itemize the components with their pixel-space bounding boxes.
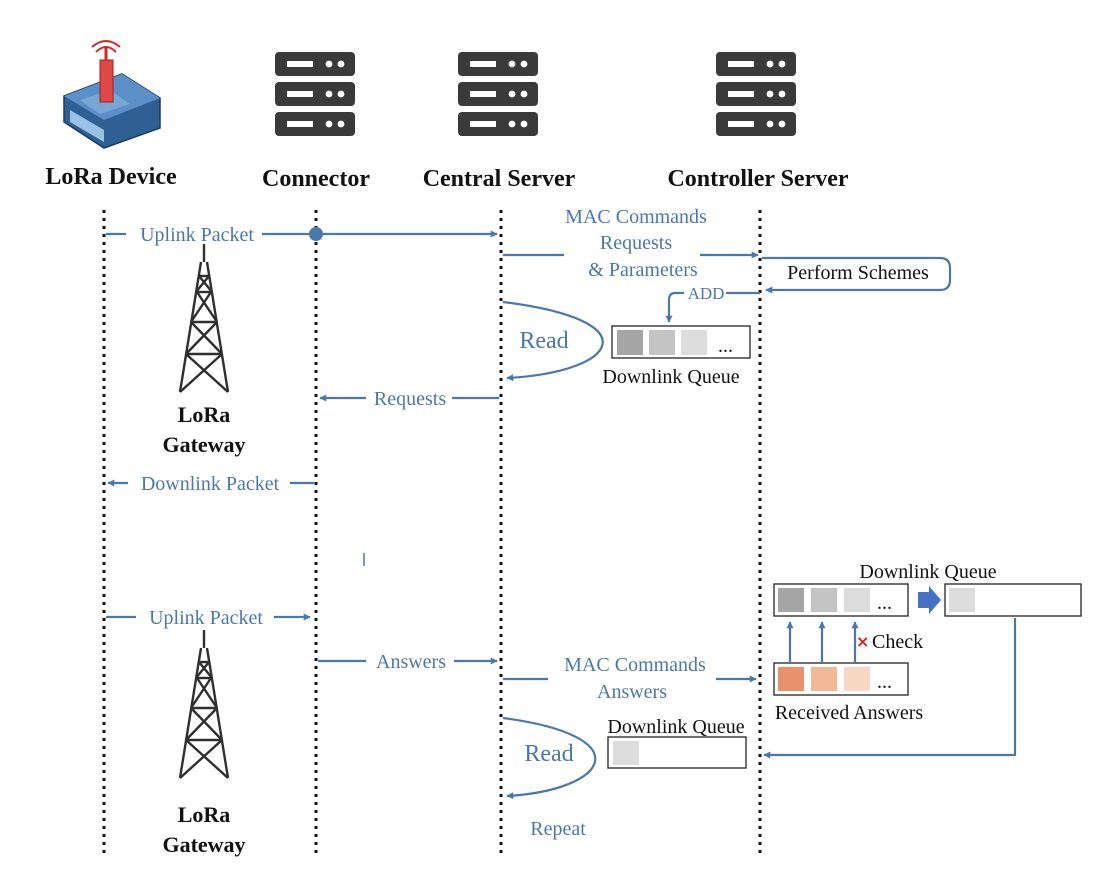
downlink-queue-1	[611, 325, 751, 359]
uplink-packet-label-2: Uplink Packet	[149, 607, 263, 629]
queue-ellipsis-2: ...	[877, 592, 892, 614]
gateway-label-bottom-line1: LoRa	[178, 802, 231, 827]
queue-ellipsis-1: ...	[718, 335, 733, 357]
add-label: ADD	[688, 284, 725, 303]
received-answers-box	[773, 662, 909, 696]
header-lora-device: LoRa Device	[45, 164, 177, 190]
gateway-tower-icon-top	[178, 242, 230, 394]
gateway-label-top-line2: Gateway	[162, 432, 245, 457]
gateway-tower-icon-bottom	[178, 628, 230, 780]
downlink-packet-label: Downlink Packet	[141, 473, 280, 495]
answers-label: Answers	[376, 651, 446, 673]
header-connector: Connector	[262, 166, 370, 192]
read-loop-arrow-2	[502, 716, 597, 800]
gateway-label-bottom-line2: Gateway	[162, 832, 245, 857]
downlink-queue-new	[944, 583, 1082, 617]
uplink-arrow-1	[106, 227, 498, 241]
check-x-icon: ×	[856, 632, 869, 651]
downlink-queue-controller	[773, 583, 909, 617]
gateway-label-top-line1: LoRa	[178, 402, 231, 427]
uplink-packet-label-1: Uplink Packet	[140, 224, 254, 246]
repeat-label: Repeat	[530, 818, 586, 840]
answers-line-label: Answers	[597, 681, 667, 703]
downlink-queue-label-bottom: Downlink Queue	[607, 716, 744, 738]
received-ellipsis: ...	[877, 671, 892, 693]
check-label: Check	[872, 631, 923, 653]
lora-device-icon	[63, 40, 161, 149]
downlink-queue-label-1: Downlink Queue	[602, 366, 739, 388]
requests-label: Requests	[374, 388, 446, 410]
connector-server-icon	[275, 52, 355, 136]
downlink-queue-label-top: Downlink Queue	[859, 561, 996, 583]
header-central-server: Central Server	[423, 166, 576, 192]
controller-server-icon	[716, 52, 796, 136]
add-arrow	[669, 291, 760, 322]
check-arrows	[786, 621, 859, 662]
parameters-line-label: & Parameters	[588, 259, 698, 281]
transfer-arrow-icon	[918, 586, 941, 614]
downlink-queue-bottom	[607, 736, 747, 769]
central-server-icon	[458, 52, 538, 136]
requests-line-label: Requests	[600, 232, 672, 254]
read-label-1: Read	[519, 328, 568, 354]
perform-schemes-loop-arrow	[762, 256, 952, 294]
mac-commands-label-2: MAC Commands	[564, 654, 706, 676]
mac-commands-label-1: MAC Commands	[565, 206, 707, 228]
read-loop-arrow-1	[502, 300, 604, 382]
header-controller-server: Controller Server	[667, 166, 848, 192]
queue-return-arrow	[763, 618, 1017, 759]
perform-schemes-label: Perform Schemes	[787, 262, 929, 284]
received-answers-label: Received Answers	[775, 702, 924, 724]
read-label-2: Read	[524, 741, 573, 767]
